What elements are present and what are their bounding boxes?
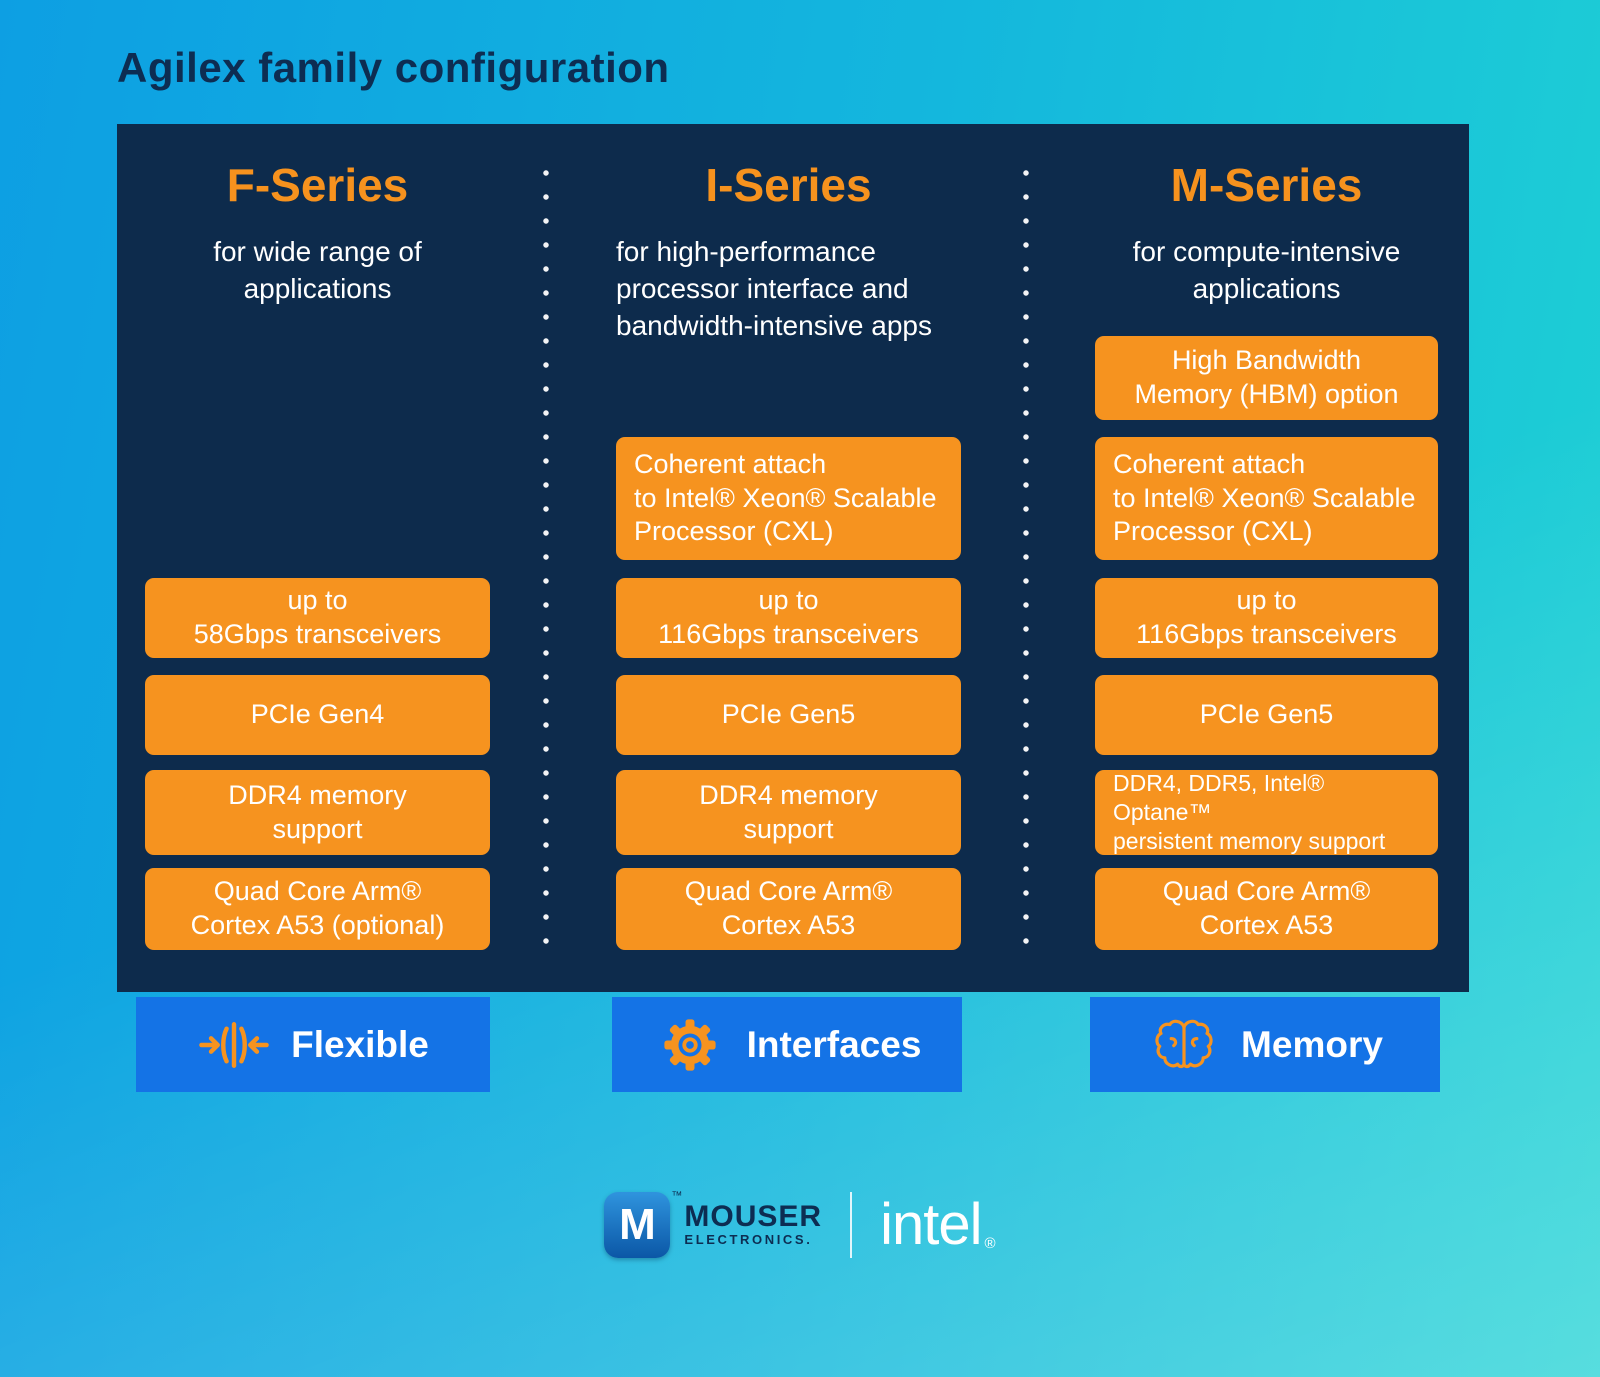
i-series-box-coherent-attach: Coherent attach to Intel® Xeon® Scalable…	[616, 437, 961, 560]
m-series-title: M-Series	[1170, 159, 1363, 211]
page-title: Agilex family configuration	[117, 44, 670, 91]
m-series-box-transceivers: up to 116Gbps transceivers	[1095, 578, 1438, 658]
intel-logo: intel ®	[880, 1191, 996, 1257]
mouser-subname: ELECTRONICS.	[684, 1232, 813, 1248]
brain-icon	[1155, 1019, 1213, 1068]
converge-arrows-icon	[199, 1021, 269, 1068]
mouser-name: MOUSER	[684, 1199, 823, 1233]
f-series-box-pcie: PCIe Gen4	[145, 675, 490, 755]
memory-badge: Memory	[1090, 997, 1440, 1092]
m-series-description: for compute-intensive applications	[1132, 236, 1401, 304]
column-divider-dotted-2	[1023, 170, 1029, 952]
mouser-wordmark: MOUSER ELECTRONICS.	[684, 1201, 822, 1249]
memory-badge-label: Memory	[1241, 1023, 1383, 1065]
f-series-box-transceivers: up to 58Gbps transceivers	[145, 578, 490, 658]
mouser-trademark: ™	[671, 1190, 683, 1202]
m-series-box-coherent-attach: Coherent attach to Intel® Xeon® Scalable…	[1095, 437, 1438, 560]
i-series-box-transceivers: up to 116Gbps transceivers	[616, 578, 961, 658]
i-series-box-processor: Quad Core Arm® Cortex A53	[616, 868, 961, 950]
intel-registered-mark: ®	[984, 1235, 996, 1253]
flexible-badge: Flexible	[136, 997, 490, 1092]
footer-logos: M ™ MOUSER ELECTRONICS. intel ®	[0, 1190, 1600, 1258]
interfaces-badge-label: Interfaces	[746, 1023, 922, 1065]
interfaces-badge: Interfaces	[612, 997, 962, 1092]
f-series-title: F-Series	[226, 159, 409, 211]
m-series-box-processor: Quad Core Arm® Cortex A53	[1095, 868, 1438, 950]
mouser-monogram: M ™	[604, 1190, 682, 1258]
f-series-box-memory: DDR4 memory support	[145, 770, 490, 855]
i-series-box-pcie: PCIe Gen5	[616, 675, 961, 755]
logo-divider	[850, 1192, 853, 1258]
i-series-box-memory: DDR4 memory support	[616, 770, 961, 855]
i-series-description: for high-performance processor interface…	[616, 236, 932, 341]
series-comparison-panel: F-Series for wide range of applications …	[117, 124, 1469, 992]
flexible-badge-label: Flexible	[291, 1023, 429, 1065]
m-series-box-pcie: PCIe Gen5	[1095, 675, 1438, 755]
intel-wordmark: intel	[880, 1191, 982, 1257]
mouser-logo: M ™ MOUSER ELECTRONICS.	[604, 1190, 822, 1258]
mouser-monogram-letter: M	[619, 1200, 656, 1249]
column-divider-dotted-1	[543, 170, 549, 952]
f-series-description: for wide range of applications	[213, 236, 422, 304]
m-series-box-memory: DDR4, DDR5, Intel® Optane™ persistent me…	[1095, 770, 1438, 855]
m-series-box-hbm: High Bandwidth Memory (HBM) option	[1095, 336, 1438, 420]
f-series-box-processor: Quad Core Arm® Cortex A53 (optional)	[145, 868, 490, 950]
gear-icon	[663, 1018, 716, 1071]
i-series-title: I-Series	[705, 159, 872, 211]
